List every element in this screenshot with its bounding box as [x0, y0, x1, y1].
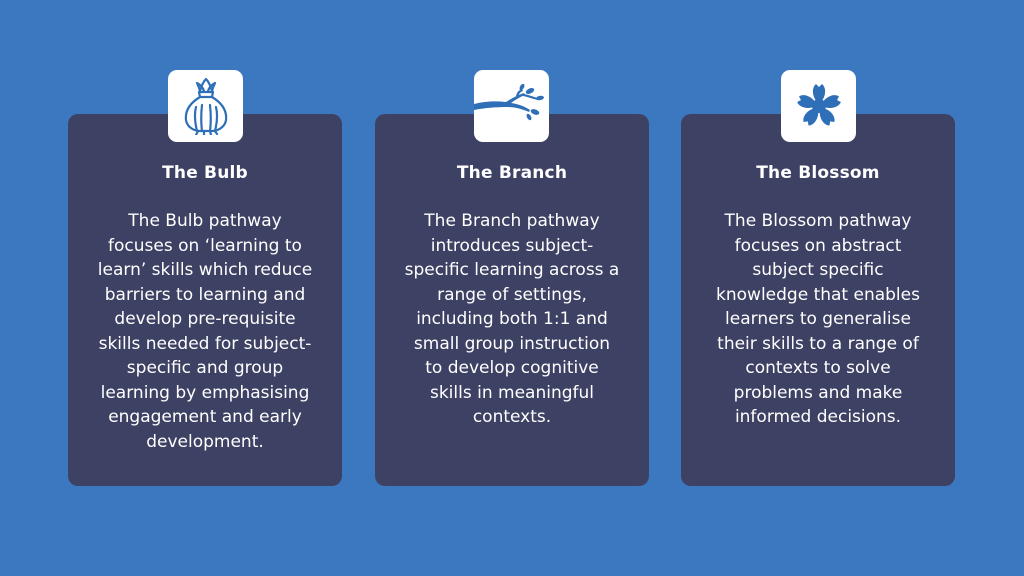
card-line: specific learning across a	[404, 260, 620, 280]
card-line: skills needed for subject-	[98, 333, 312, 354]
card-line: development.	[146, 431, 264, 452]
card-line: focuses on ‘learning to	[108, 235, 302, 256]
card-description: The Branch pathway introduces subject- s…	[393, 209, 631, 430]
blossom-icon-tile	[781, 70, 856, 142]
card-line: The Branch pathway	[424, 211, 600, 231]
card-line: skills in meaningful	[429, 382, 594, 403]
card-line: to develop cognitive	[425, 358, 599, 378]
card-line: knowledge that enables	[716, 284, 920, 305]
bulb-icon-tile	[168, 70, 243, 142]
card-line: problems and make	[733, 382, 903, 403]
card-line: engagement and early	[108, 407, 302, 427]
card-description: The Bulb pathway focuses on ‘learning to…	[86, 209, 324, 454]
bulb-icon	[184, 77, 227, 135]
card-line: including both 1:1 and	[416, 309, 608, 329]
card-line: learn’ skills which reduce	[97, 260, 313, 280]
blossom-icon	[796, 84, 841, 126]
branch-icon	[474, 84, 544, 121]
card-line: contexts to solve	[745, 358, 891, 378]
bulb-card: The Bulb The Bulb pathway focuses on ‘le…	[68, 114, 342, 486]
card-title: The Bulb	[162, 163, 248, 183]
card-line: develop pre-requisite	[114, 309, 296, 329]
branch-icon-tile	[474, 70, 549, 142]
card-line: introduces subject-	[430, 235, 594, 256]
card-line: range of settings,	[437, 284, 587, 305]
card-line: focuses on abstract	[734, 235, 902, 256]
card-line: The Bulb pathway	[128, 211, 282, 231]
card-title: The Blossom	[756, 163, 880, 183]
card-line: learning by emphasising	[100, 382, 310, 403]
card-line: subject specific	[752, 260, 884, 280]
branch-card: The Branch The Branch pathway introduces…	[375, 114, 649, 486]
card-line: learners to generalise	[725, 309, 911, 329]
card-line: informed decisions.	[734, 407, 902, 427]
card-title: The Branch	[456, 163, 568, 183]
card-line: The Blossom pathway	[724, 211, 912, 231]
card-line: barriers to learning and	[104, 284, 306, 305]
card-line: specific and group	[126, 358, 284, 378]
card-line: contexts.	[472, 407, 552, 427]
card-line: small group instruction	[413, 333, 611, 354]
card-description: The Blossom pathway focuses on abstract …	[699, 209, 937, 430]
card-line: their skills to a range of	[717, 333, 919, 354]
blossom-card: The Blossom The Blossom pathway focuses …	[681, 114, 955, 486]
